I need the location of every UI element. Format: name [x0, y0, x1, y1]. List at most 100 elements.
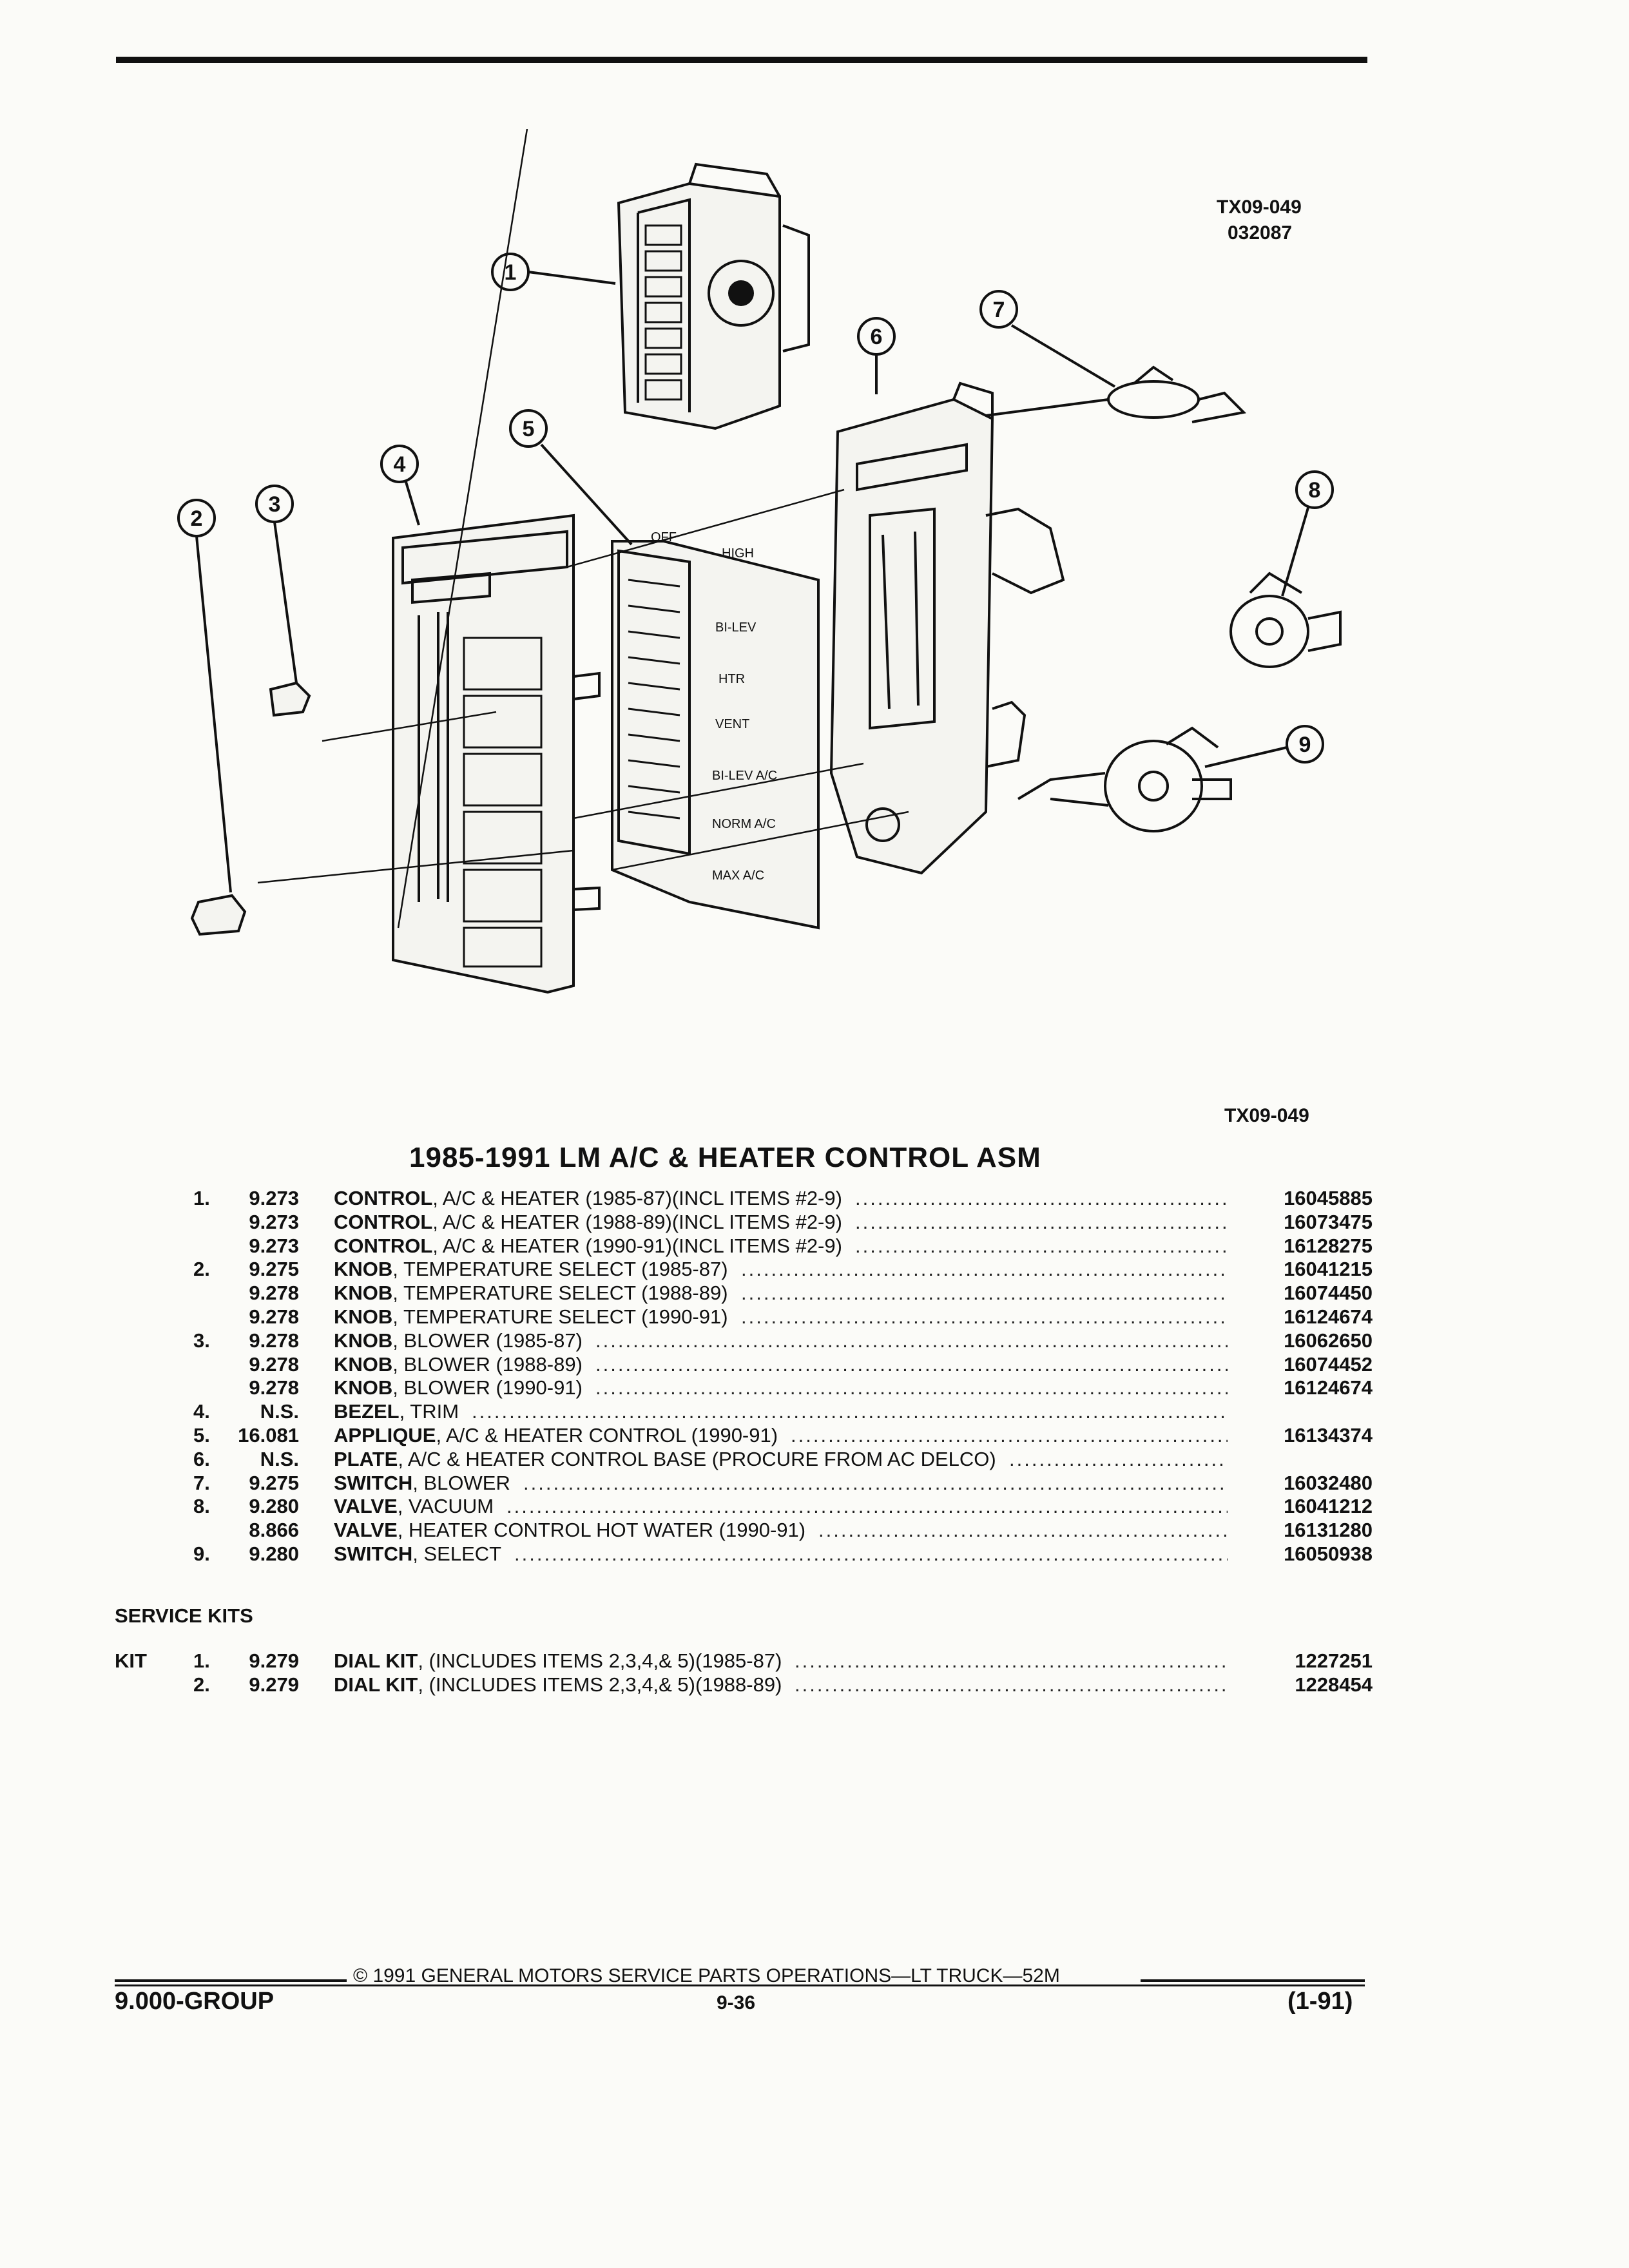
- figure-code-bottom: TX09-049: [1224, 1105, 1309, 1126]
- figure-date: 032087: [1228, 222, 1293, 244]
- group-number: 9.279: [249, 1649, 299, 1672]
- part-detail: , BLOWER (1990-91): [392, 1376, 583, 1399]
- part-number: 16041215: [1284, 1258, 1373, 1281]
- part-name: DIAL KIT: [334, 1649, 418, 1672]
- leader-dots: ........................................…: [506, 1495, 1228, 1518]
- leader-dots: ........................................…: [818, 1519, 1228, 1542]
- part-number: 16074452: [1284, 1352, 1373, 1376]
- temperature-knob-illustration: [269, 681, 311, 717]
- item-number: 7.: [193, 1471, 210, 1494]
- footer-rule-left: [115, 1979, 347, 1982]
- part-description: BEZEL, TRIM: [334, 1400, 459, 1423]
- applique-label-high: HIGH: [722, 546, 754, 561]
- group-number: 16.081: [238, 1424, 299, 1446]
- item-number: 4.: [193, 1400, 210, 1423]
- part-number: 16041212: [1284, 1495, 1373, 1518]
- leader-dots: ........................................…: [595, 1352, 1228, 1376]
- applique-illustration: [611, 540, 820, 930]
- group-number: 9.278: [249, 1329, 299, 1352]
- group-number: 8.866: [249, 1519, 299, 1542]
- leader-dots: ........................................…: [514, 1542, 1228, 1565]
- top-rule: [116, 57, 1367, 63]
- part-description: KNOB, TEMPERATURE SELECT (1985-87): [334, 1258, 728, 1281]
- applique-label-vent: VENT: [715, 717, 749, 731]
- part-number: 16128275: [1284, 1234, 1373, 1257]
- part-detail: , SELECT: [412, 1542, 502, 1565]
- part-name: BEZEL: [334, 1400, 400, 1423]
- part-detail: , A/C & HEATER CONTROL (1990-91): [436, 1424, 778, 1446]
- callout-4-text: 4: [394, 452, 406, 477]
- group-number: N.S.: [260, 1400, 299, 1423]
- part-number: 1227251: [1295, 1649, 1373, 1672]
- part-number: 16050938: [1284, 1542, 1373, 1565]
- part-description: DIAL KIT, (INCLUDES ITEMS 2,3,4,& 5)(198…: [334, 1649, 782, 1673]
- part-number: 16124674: [1284, 1376, 1373, 1399]
- footer-copyright: © 1991 GENERAL MOTORS SERVICE PARTS OPER…: [353, 1965, 1060, 1986]
- applique-label-norm-ac: NORM A/C: [712, 817, 776, 831]
- leader-dots: ........................................…: [523, 1471, 1228, 1494]
- part-detail: , BLOWER: [412, 1471, 510, 1494]
- leader-dots: ...............................: [1009, 1447, 1228, 1470]
- applique-label-off: OFF: [651, 530, 677, 544]
- part-description: CONTROL, A/C & HEATER (1988-89)(INCL ITE…: [334, 1211, 842, 1234]
- part-name: DIAL KIT: [334, 1673, 418, 1696]
- footer-rule-right: [1141, 1979, 1365, 1982]
- part-description: CONTROL, A/C & HEATER (1990-91)(INCL ITE…: [334, 1235, 842, 1258]
- item-number: 1.: [193, 1187, 210, 1209]
- part-detail: , A/C & HEATER (1990-91)(INCL ITEMS #2-9…: [432, 1234, 842, 1257]
- part-detail: , (INCLUDES ITEMS 2,3,4,& 5)(1985-87): [418, 1649, 782, 1672]
- part-description: KNOB, BLOWER (1985-87): [334, 1329, 583, 1352]
- leader-dots: ........................................…: [855, 1234, 1228, 1257]
- part-detail: , VACUUM: [397, 1495, 494, 1518]
- part-detail: , TEMPERATURE SELECT (1990-91): [392, 1305, 728, 1328]
- part-description: PLATE, A/C & HEATER CONTROL BASE (PROCUR…: [334, 1448, 996, 1471]
- group-number: 9.273: [249, 1210, 299, 1233]
- callout-6-text: 6: [871, 325, 883, 349]
- footer-rule-bottom: [115, 1984, 1365, 1986]
- part-detail: , BLOWER (1988-89): [392, 1352, 583, 1376]
- control-assembly-illustration: [617, 162, 810, 430]
- leader-dots: ........................................…: [795, 1673, 1228, 1696]
- part-number: 16073475: [1284, 1210, 1373, 1233]
- part-detail: , A/C & HEATER (1988-89)(INCL ITEMS #2-9…: [432, 1210, 842, 1233]
- callout-2-text: 2: [191, 506, 203, 531]
- part-description: KNOB, TEMPERATURE SELECT (1990-91): [334, 1305, 728, 1329]
- part-name: CONTROL: [334, 1187, 433, 1209]
- vacuum-valve-illustration: [1229, 572, 1342, 668]
- part-name: KNOB: [334, 1282, 393, 1305]
- base-plate-illustration: [829, 381, 1065, 875]
- group-number: 9.279: [249, 1673, 299, 1696]
- item-number: 1.: [193, 1649, 210, 1672]
- callout-4: [380, 445, 419, 483]
- group-number: 9.280: [249, 1542, 299, 1565]
- leader-dots: ........................................…: [855, 1187, 1228, 1209]
- part-name: VALVE: [334, 1495, 398, 1518]
- part-description: APPLIQUE, A/C & HEATER CONTROL (1990-91): [334, 1424, 778, 1447]
- group-number: 9.275: [249, 1258, 299, 1281]
- part-name: KNOB: [334, 1329, 393, 1352]
- leader-dots: ........................................…: [595, 1376, 1228, 1399]
- applique-label-htr: HTR: [718, 672, 745, 686]
- part-name: SWITCH: [334, 1471, 413, 1494]
- callout-7-text: 7: [993, 298, 1005, 322]
- section-title: 1985-1991 LM A/C & HEATER CONTROL ASM: [409, 1142, 1041, 1173]
- item-number: 6.: [193, 1447, 210, 1470]
- part-detail: , TRIM: [399, 1400, 459, 1423]
- group-number: 9.273: [249, 1187, 299, 1209]
- part-name: CONTROL: [334, 1210, 433, 1233]
- leader-dots: ........................................…: [855, 1210, 1228, 1233]
- part-number: 16134374: [1284, 1424, 1373, 1446]
- leader-dots: ........................................…: [472, 1400, 1228, 1423]
- part-number: 16131280: [1284, 1519, 1373, 1542]
